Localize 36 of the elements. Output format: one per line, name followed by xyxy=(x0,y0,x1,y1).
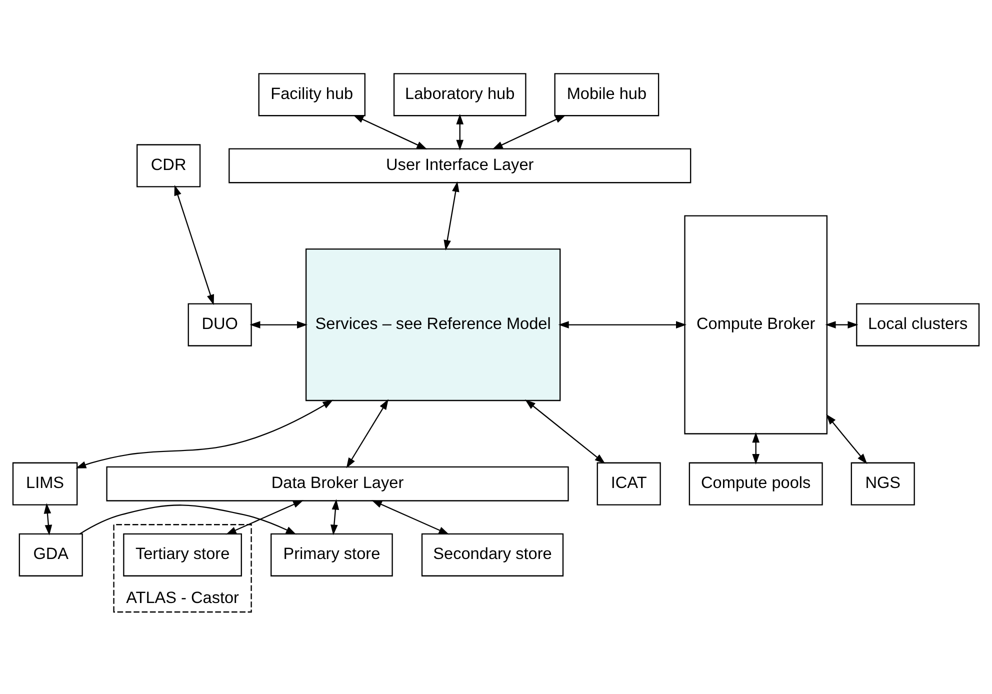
node-box: GDA xyxy=(18,532,83,576)
arrow xyxy=(76,399,334,468)
node-box: Secondary store xyxy=(421,532,564,576)
node-box: CDR xyxy=(136,144,201,187)
node-box: Compute pools xyxy=(688,462,823,505)
arrow xyxy=(226,500,304,534)
node-box: Primary store xyxy=(270,532,393,576)
node-box: LIMS xyxy=(12,462,78,505)
arrow xyxy=(44,502,52,535)
arrow xyxy=(250,320,308,328)
node-box: Mobile hub xyxy=(554,72,660,116)
node-box: NGS xyxy=(850,462,915,505)
arrow xyxy=(371,500,450,534)
arrow xyxy=(444,180,460,250)
node-box: Compute Broker xyxy=(684,214,828,434)
node-box: ICAT xyxy=(596,462,661,505)
node-box: User Interface Layer xyxy=(228,148,692,183)
arrow xyxy=(346,398,388,468)
arrow xyxy=(825,320,858,328)
arrow xyxy=(330,498,340,535)
arrow xyxy=(353,114,428,149)
node-box: Data Broker Layer xyxy=(106,466,569,501)
node-box: Services – see Reference Model xyxy=(305,248,561,401)
arrow xyxy=(456,113,464,150)
node-box: Facility hub xyxy=(258,72,366,116)
arrow xyxy=(826,414,868,464)
arrow xyxy=(752,432,760,464)
arrow xyxy=(174,184,214,305)
arrow xyxy=(80,504,296,534)
node-box: DUO xyxy=(188,302,252,346)
node-box: Tertiary store xyxy=(123,532,242,576)
node-box: Local clusters xyxy=(856,302,980,346)
arrow xyxy=(524,399,606,464)
arrow xyxy=(558,320,686,328)
arrow xyxy=(492,114,566,149)
node-box: Laboratory hub xyxy=(393,72,526,116)
